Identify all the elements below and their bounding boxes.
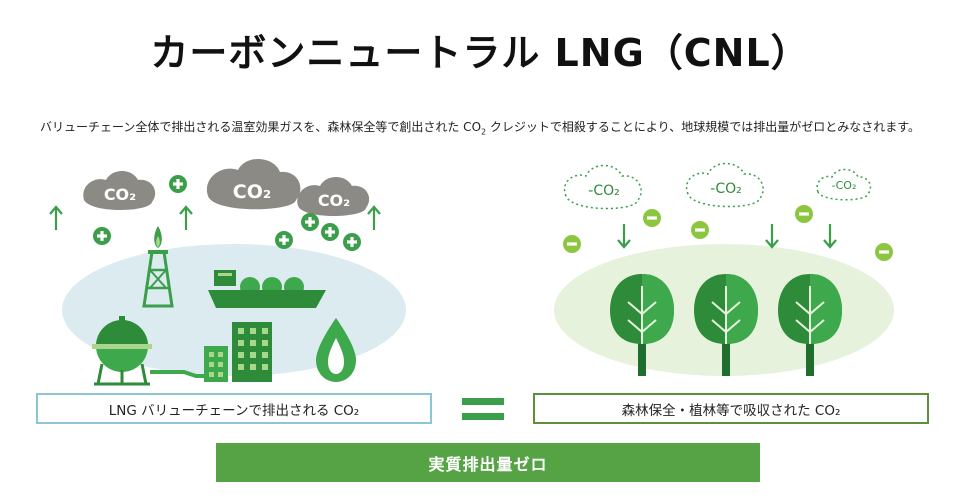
lng-ship-icon: [208, 270, 326, 308]
equals-icon-bottom: [462, 413, 504, 420]
minus-co2-cloud-icon: -CO₂: [685, 162, 764, 208]
left-cloud-3-label: CO₂: [318, 191, 350, 210]
description-subscript: 2: [481, 127, 487, 137]
equals-icon-top: [462, 398, 504, 405]
plus-icon: [169, 175, 187, 193]
down-arrow-icon: [764, 222, 780, 249]
right-label: 森林保全・植林等で吸収された CO₂: [533, 393, 929, 424]
minus-co2-cloud-icon: -CO₂: [563, 164, 642, 210]
description: バリューチェーン全体で排出される温室効果ガスを、森林保全等で創出された CO2 …: [0, 118, 960, 136]
minus-icon: [691, 221, 709, 239]
plus-icon: [343, 233, 361, 251]
left-cloud-1-label: CO₂: [104, 185, 136, 204]
left-label: LNG バリューチェーンで排出される CO₂: [36, 393, 432, 424]
description-text-1: バリューチェーン全体で排出される温室効果ガスを、森林保全等で創出された CO: [39, 120, 482, 134]
left-cloud-2-label: CO₂: [233, 181, 271, 203]
plus-icon: [301, 213, 319, 231]
plus-icon: [321, 223, 339, 241]
down-arrow-icon: [616, 222, 632, 249]
minus-icon: [875, 243, 893, 261]
up-arrow-icon: [366, 205, 382, 232]
gas-tank-icon: [92, 316, 152, 386]
right-cloud-3-label: -CO₂: [832, 179, 857, 192]
co2-cloud-icon: CO₂: [206, 158, 301, 210]
plus-icon: [93, 227, 111, 245]
minus-icon: [563, 235, 581, 253]
right-cloud-2-label: -CO₂: [710, 181, 741, 197]
description-text-2: クレジットで相殺することにより、地球規模では排出量がゼロとみなされます。: [486, 120, 921, 134]
right-cloud-1-label: -CO₂: [588, 183, 619, 199]
page-title: カーボンニュートラル LNG（CNL）: [150, 31, 810, 75]
result-banner: 実質排出量ゼロ: [216, 443, 760, 482]
oil-rig-icon: [142, 226, 174, 308]
pipe: [150, 370, 210, 378]
minus-co2-cloud-icon: -CO₂: [816, 168, 872, 201]
up-arrow-icon: [178, 205, 194, 232]
minus-icon: [643, 209, 661, 227]
buildings-icon: [204, 322, 272, 382]
up-arrow-icon: [48, 205, 64, 232]
co2-cloud-icon: CO₂: [297, 177, 370, 216]
co2-cloud-icon: CO₂: [83, 171, 156, 210]
drop-icon: [316, 318, 356, 382]
plus-icon: [275, 231, 293, 249]
down-arrow-icon: [822, 222, 838, 249]
minus-icon: [795, 205, 813, 223]
